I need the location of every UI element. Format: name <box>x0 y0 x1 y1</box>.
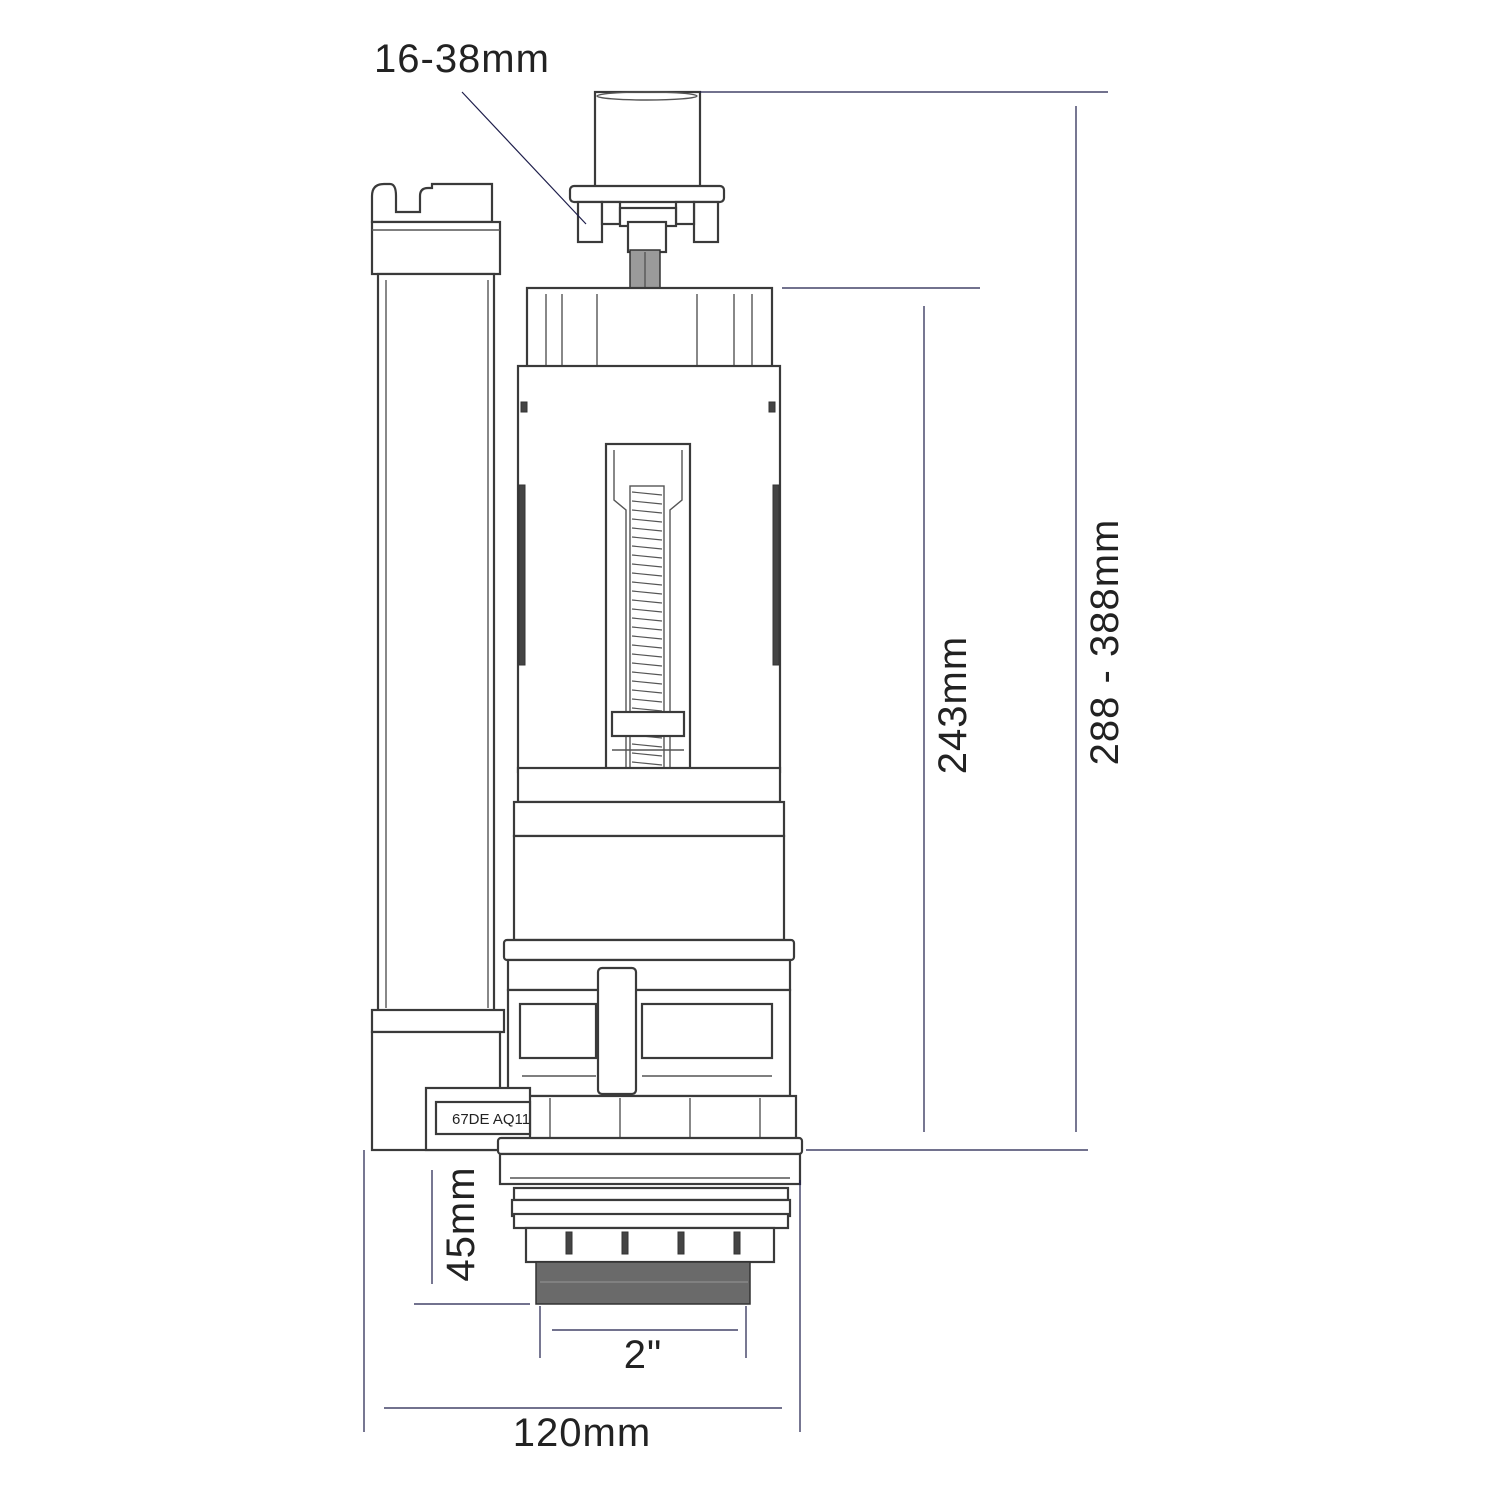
ratchet-tooth <box>631 527 663 532</box>
ratchet-tooth <box>631 662 663 667</box>
ratchet-tooth <box>631 671 663 676</box>
ratchet-tooth <box>631 563 663 568</box>
ratchet-tooth <box>631 617 663 622</box>
thread-size-label: 2" <box>624 1333 662 1377</box>
ratchet-tooth <box>631 644 663 649</box>
push-button <box>568 90 726 291</box>
ratchet-tooth <box>631 635 663 640</box>
ratchet-tooth <box>631 752 663 757</box>
ratchet-tooth <box>631 626 663 631</box>
dimension-lines <box>363 91 1108 1432</box>
ratchet-tooth <box>631 581 663 586</box>
overflow-pipe <box>370 182 506 1152</box>
ratchet-tooth <box>631 554 663 559</box>
ratchet-tooth <box>631 518 663 523</box>
thread-height-label: 45mm <box>439 1166 483 1281</box>
threaded-base <box>496 1136 804 1305</box>
ratchet-tooth <box>631 572 663 577</box>
ratchet-tooth <box>631 545 663 550</box>
ratchet-tooth <box>631 761 663 766</box>
ratchet-tooth <box>631 608 663 613</box>
ratchet-tooth <box>631 743 663 748</box>
ratchet-tooth <box>631 536 663 541</box>
valve-height-label: 243mm <box>931 636 975 774</box>
ratchet-tooth <box>631 689 663 694</box>
ratchet-tooth <box>631 491 663 496</box>
ratchet-tooth <box>631 590 663 595</box>
body-marking: 67DE AQ11 <box>452 1111 530 1128</box>
ratchet-tooth <box>631 500 663 505</box>
ratchet-tooth <box>631 599 663 604</box>
ratchet-tooth <box>631 707 663 712</box>
ratchet-tooth <box>631 698 663 703</box>
ratchet-tooth <box>631 653 663 658</box>
ratchet-tooth <box>631 680 663 685</box>
button-size-label: 16-38mm <box>374 37 550 81</box>
overall-height-label: 288 - 388mm <box>1083 519 1127 766</box>
base-width-label: 120mm <box>513 1411 651 1455</box>
valve-body <box>424 286 798 1152</box>
ratchet-tooth <box>631 509 663 514</box>
